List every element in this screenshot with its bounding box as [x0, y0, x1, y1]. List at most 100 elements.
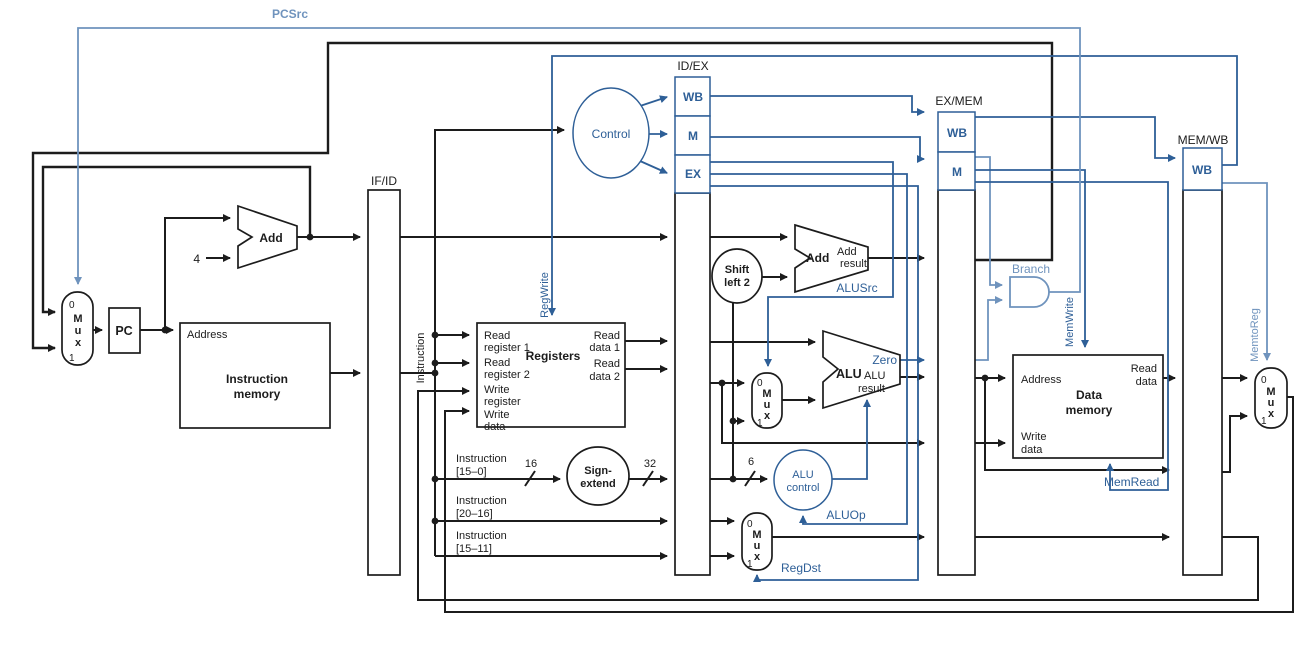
control-body [572, 87, 650, 179]
junction-signext-mux [729, 417, 737, 425]
mux-x: x [754, 551, 761, 563]
junction-pc-out [161, 326, 169, 334]
ifid-body [367, 189, 401, 576]
idex-m-section [674, 115, 711, 156]
write-data-port-1: Write [484, 409, 509, 421]
wire-regdst [710, 185, 919, 582]
exmem-register: EX/MEM WB M [935, 94, 983, 576]
branch-adder-body [794, 223, 869, 294]
alu-control-body [773, 449, 833, 511]
alu-label: ALU [836, 367, 862, 381]
dmem-title-2: memory [1066, 403, 1113, 417]
blocks: 0 M u x 1 PC Add 4 Address Instruction m… [61, 7, 1288, 576]
junction-aluresult [981, 374, 989, 382]
wire-control-to-wb [639, 95, 668, 107]
pc-body [108, 307, 141, 354]
control-unit: Control [572, 87, 650, 179]
mux-u: u [75, 325, 82, 337]
mux-1-label: 1 [747, 559, 753, 570]
mux-1-label: 1 [1261, 416, 1267, 427]
shift-left-2-label-2: left 2 [724, 277, 750, 289]
wire-memtoreg [1222, 182, 1271, 361]
dmem-write-data-1: Write [1021, 431, 1046, 443]
instr-15-0-label-1: Instruction [456, 453, 507, 465]
mux-0-label: 0 [757, 378, 763, 389]
branch-adder: Add Add result [794, 223, 869, 294]
shift-left-2-label-1: Shift [725, 264, 750, 276]
wire-zero-to-andgate [975, 296, 1003, 361]
alusrc-mux-body [751, 372, 783, 429]
wire-memread [975, 181, 1169, 491]
control-label: Control [592, 127, 631, 141]
exmem-body [937, 189, 976, 576]
wire-pcsrc [74, 27, 1081, 293]
exmem-wb-label: WB [947, 126, 967, 140]
idex-body [674, 192, 711, 576]
dmem-address-port: Address [1021, 374, 1062, 386]
bus-slash-6 [744, 470, 756, 487]
instruction-memory-body [179, 322, 331, 429]
mux-u: u [764, 399, 771, 411]
mux-m: M [73, 313, 82, 325]
mux-x: x [764, 410, 771, 422]
alu-control-unit: ALU control [773, 449, 833, 511]
junction-instr-rr1 [431, 331, 439, 339]
wire-m-idex-to-exmem [710, 136, 925, 163]
memwb-wb-label: WB [1192, 163, 1212, 177]
width-16: 16 [525, 458, 537, 470]
width-6: 6 [748, 456, 754, 468]
instruction-memory: Address Instruction memory [179, 322, 331, 429]
exmem-m-section [937, 151, 976, 191]
sign-extend-label-2: extend [580, 478, 615, 490]
pc-adder-body [237, 204, 298, 270]
wire-wb-exmem-to-memwb [975, 116, 1176, 162]
junction-instr-2016 [431, 517, 439, 525]
idex-register: ID/EX WB M EX [674, 59, 711, 576]
aluop-label: ALUOp [826, 508, 866, 522]
memwb-body [1182, 189, 1223, 576]
write-data-port-2: data [484, 421, 506, 433]
instr-15-0-label-2: [15–0] [456, 466, 487, 478]
instr-15-11-label-2: [15–11] [456, 543, 492, 555]
mux-x: x [75, 337, 82, 349]
sign-extend-label-1: Sign- [584, 465, 612, 477]
memwb-register: MEM/WB WB [1178, 133, 1229, 576]
junction-pcplus4 [306, 233, 314, 241]
imem-title-2: memory [234, 387, 281, 401]
alu-control-label-2: control [786, 482, 819, 494]
read-data-1-port-2: data 1 [589, 342, 620, 354]
memwb-wb-section [1182, 147, 1223, 191]
wire-branch-to-andgate [975, 156, 1003, 289]
write-register-port-1: Write [484, 384, 509, 396]
registers-body [476, 322, 626, 428]
junction-instr-150 [431, 475, 439, 483]
memtoreg-mux-body [1254, 367, 1288, 429]
junction-instr-rr2 [431, 359, 439, 367]
data-memory: Address Read data Data memory Write data [1012, 354, 1164, 459]
mux-m: M [1266, 386, 1275, 398]
alu-result-label-2: result [858, 383, 885, 395]
pc-src-mux: 0 M u x 1 [61, 291, 94, 366]
read-data-2-port-1: Read [594, 358, 620, 370]
wire-pcplus4-feedback-to-mux0 [41, 165, 312, 316]
dmem-title-1: Data [1076, 388, 1102, 402]
branch-and-gate: Branch [1009, 262, 1050, 308]
control-wires [74, 27, 1271, 582]
junction-instr-main [431, 369, 439, 377]
pc-adder-label: Add [259, 231, 282, 245]
exmem-label: EX/MEM [935, 94, 982, 108]
mux-0-label: 0 [747, 519, 753, 530]
wire-writeback-regnum-to-registers [417, 387, 1259, 601]
wire-memwrite [975, 169, 1089, 348]
memwb-label: MEM/WB [1178, 133, 1229, 147]
junction-dots [161, 233, 989, 525]
imem-title-1: Instruction [226, 372, 288, 386]
wire-readdata2-to-exmem [721, 383, 925, 447]
regwrite-label: RegWrite [539, 272, 551, 318]
mux-u: u [754, 540, 761, 552]
dmem-read-data-2: data [1136, 376, 1158, 388]
junction-signext [729, 475, 737, 483]
mux-0-label: 0 [69, 300, 75, 311]
width-32: 32 [644, 458, 656, 470]
